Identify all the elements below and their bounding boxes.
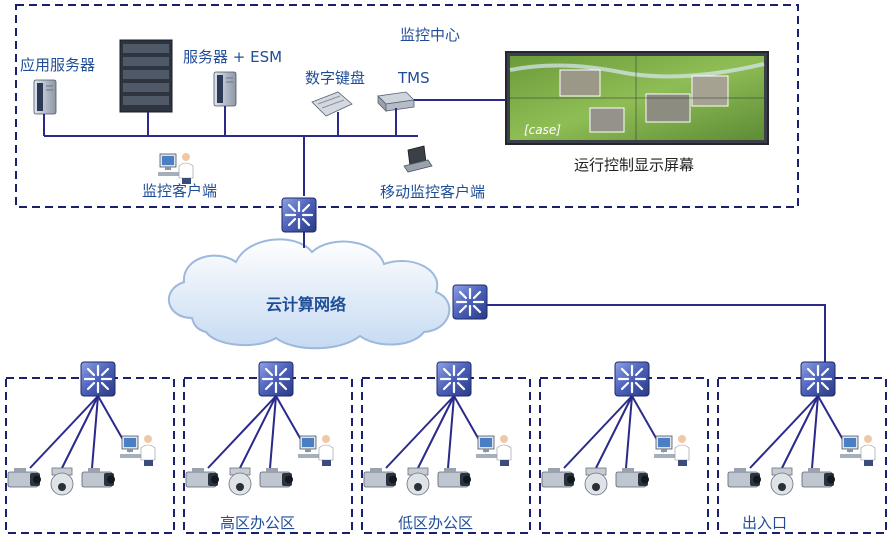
mobile-client-label: 移动监控客户端 (380, 183, 485, 201)
cloud-edge-switch-icon (451, 283, 489, 321)
cloud-label: 云计算网络 (266, 295, 346, 314)
monitor-client-icon (157, 152, 194, 185)
core-switch-icon (280, 196, 318, 234)
esm-server-icon (213, 71, 237, 107)
server-esm-label: 服务器 + ESM (183, 48, 282, 66)
display-case-label: [case] (524, 123, 561, 137)
mobile-client-icon (403, 145, 433, 173)
cloud-network (167, 238, 451, 350)
zone-1 (5, 360, 175, 534)
zone-label: 低区办公区 (398, 514, 473, 532)
center-bus (43, 99, 506, 196)
tms-label: TMS (397, 69, 430, 87)
display-wall-icon (505, 51, 769, 145)
edge-link (487, 304, 826, 362)
keyboard-label: 数字键盘 (305, 69, 365, 87)
zone-4 (539, 360, 709, 534)
app-server-icon (33, 79, 57, 115)
zone-label: 高区办公区 (220, 514, 295, 532)
zone-3: 低区办公区 (361, 360, 531, 534)
zone-label: 出入口 (742, 514, 787, 532)
monitor-client-label: 监控客户端 (142, 182, 217, 200)
center-title: 监控中心 (400, 26, 460, 44)
app-server-label: 应用服务器 (20, 56, 95, 74)
rack-server-icon (119, 39, 173, 113)
tms-device-icon (377, 91, 415, 112)
zone-2: 高区办公区 (183, 360, 353, 534)
display-wall-label: 运行控制显示屏幕 (574, 156, 694, 174)
zone-5: 出入口 (717, 360, 887, 534)
monitor-center-frame (15, 4, 799, 208)
keyboard-icon (311, 91, 353, 117)
